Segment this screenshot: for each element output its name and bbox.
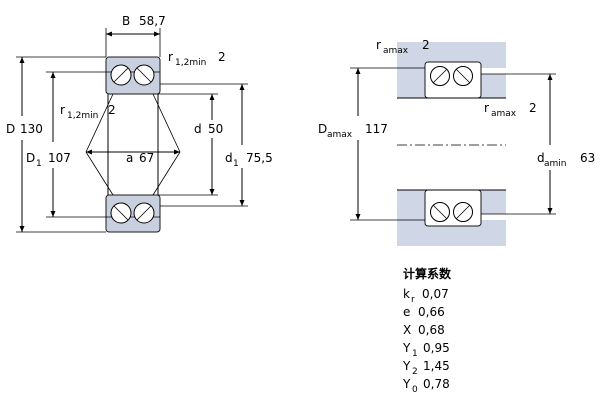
shaft-shoulder-bottom	[481, 190, 506, 214]
damin-symbol: d	[537, 151, 545, 165]
d-symbol: d	[194, 122, 202, 136]
housing-shoulder-bottom	[397, 190, 425, 220]
bottom-contact-line-right	[136, 205, 152, 221]
dim-ramax-top: r amax 2	[376, 38, 430, 56]
cone-line-4	[152, 151, 181, 196]
X-symbol: X	[403, 323, 411, 337]
D-symbol: D	[6, 122, 15, 136]
r12min-left-value: 2	[108, 103, 116, 117]
e-symbol: e	[403, 305, 410, 319]
kr-value: 0,07	[422, 287, 449, 301]
dim-r12min-left: r 1,2min 2	[60, 103, 116, 121]
D-value: 130	[20, 122, 43, 136]
cone-line-3	[152, 93, 181, 153]
Y2-symbol: Y	[402, 359, 411, 373]
a-value: 67	[139, 151, 154, 165]
ramax-top-symbol: r	[376, 38, 381, 52]
D1-symbol: D	[26, 151, 35, 165]
d1-subscript: 1	[233, 159, 239, 169]
r12min-left-symbol: r	[60, 103, 65, 117]
dim-D1: D 1 107	[26, 71, 106, 218]
Y2-subscript: 2	[412, 367, 418, 377]
dim-d: d 50	[158, 93, 223, 196]
Damax-subscript: amax	[327, 130, 353, 140]
r12min-top-value: 2	[218, 50, 226, 64]
bottom-contact-line-left	[113, 205, 129, 221]
ramax-top-value: 2	[422, 38, 430, 52]
r12min-top-symbol: r	[168, 50, 173, 64]
damin-value: 63	[580, 151, 595, 165]
dim-Damax: D amax 117	[318, 67, 425, 221]
X-value: 0,68	[418, 323, 445, 337]
d1-symbol: d	[225, 151, 233, 165]
a-symbol: a	[126, 151, 133, 165]
kr-symbol: k	[403, 287, 410, 301]
B-value: 58,7	[139, 14, 166, 28]
d-value: 50	[208, 122, 223, 136]
dim-a: a 67	[86, 149, 180, 165]
e-value: 0,66	[418, 305, 445, 319]
housing-shoulder-top	[397, 68, 425, 98]
Damax-symbol: D	[318, 122, 327, 136]
Y0-subscript: 0	[412, 385, 418, 395]
D1-value: 107	[48, 151, 71, 165]
ramax-top-subscript: amax	[383, 46, 409, 56]
Y1-symbol: Y	[402, 341, 411, 355]
dim-d1: d 1 75,5	[160, 83, 273, 207]
D1-subscript: 1	[36, 159, 42, 169]
Y1-subscript: 1	[412, 349, 418, 359]
ramax-right-symbol: r	[484, 101, 489, 115]
d1-value: 75,5	[246, 151, 273, 165]
cone-line-2	[85, 151, 114, 196]
r12min-left-subscript: 1,2min	[67, 111, 98, 121]
B-symbol: B	[122, 14, 130, 28]
top-contact-line-right	[136, 67, 152, 83]
dim-r12min-top: r 1,2min 2	[168, 50, 226, 68]
dim-damin: d amin 63	[481, 73, 595, 215]
dim-ramax-right: r amax 2	[484, 101, 537, 119]
Y0-symbol: Y	[402, 377, 411, 391]
cone-line-1	[85, 93, 114, 153]
ramax-right-value: 2	[529, 101, 537, 115]
Y1-value: 0,95	[423, 341, 450, 355]
Y0-value: 0,78	[423, 377, 450, 391]
calculation-factors: 计算系数 k r 0,07 e 0,66 X 0,68 Y 1 0,95 Y 2…	[402, 266, 452, 395]
damin-subscript: amin	[544, 159, 567, 169]
factors-title: 计算系数	[403, 266, 452, 281]
top-contact-line-left	[113, 67, 129, 83]
shaft-shoulder-top	[481, 74, 506, 98]
kr-subscript: r	[411, 295, 415, 305]
abutment-section	[397, 42, 506, 246]
dim-B: B 58,7	[105, 14, 166, 57]
dim-D: D 130	[6, 56, 106, 233]
Damax-value: 117	[365, 122, 388, 136]
r12min-top-subscript: 1,2min	[175, 58, 206, 68]
Y2-value: 1,45	[423, 359, 450, 373]
ramax-right-subscript: amax	[491, 109, 517, 119]
bearing-section	[85, 56, 181, 233]
